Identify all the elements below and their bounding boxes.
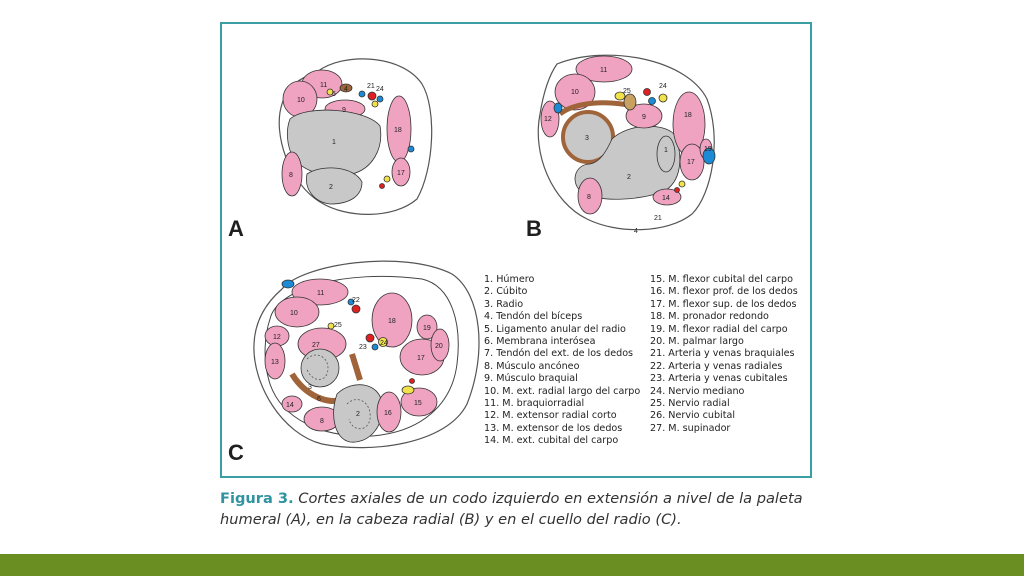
label-b-5: 18 [684, 112, 692, 119]
label-b-12: 24 [659, 83, 667, 90]
label-b-11: 14 [662, 195, 670, 202]
label-b-0: 11 [600, 67, 607, 74]
panel-letter-c: C [228, 440, 244, 465]
structure-labels: 11 10 9 1 2 8 18 17 4 21 24 5 11 10 12 3… [271, 67, 712, 425]
label-a-1: 10 [297, 97, 305, 104]
section-c [253, 260, 480, 449]
panel-letter-a: A [228, 216, 244, 241]
label-b-7: 2 [627, 174, 631, 181]
legend-left-item: 13. M. extensor de los dedos [484, 422, 623, 434]
legend-right-item: 21. Arteria y venas braquiales [650, 348, 795, 360]
label-b-2: 12 [544, 116, 552, 123]
label-a-11: 5 [332, 91, 336, 98]
label-c-5: 3 [308, 384, 312, 391]
label-a-3: 1 [332, 139, 336, 146]
legend-left-item: 11. M. braquiorradial [484, 398, 585, 410]
legend-right-item: 22. Arteria y venas radiales [650, 360, 783, 372]
label-c-14: 19 [423, 325, 431, 332]
label-c-11: 15 [414, 400, 422, 407]
legend-right-item: 18. M. pronador redondo [650, 311, 769, 323]
label-b-13: 25 [623, 88, 631, 95]
label-a-2: 9 [342, 107, 346, 114]
label-a-4: 2 [329, 184, 333, 191]
anatomy-figure: 11 10 9 1 2 8 18 17 4 21 24 5 11 10 12 3… [228, 54, 716, 465]
legend-right-item: 24. Nervio mediano [650, 385, 745, 397]
legend-right-item: 19. M. flexor radial del carpo [650, 323, 788, 335]
label-c-6: 14 [286, 402, 294, 409]
legend-right-item: 16. M. flexor prof. de los dedos [650, 286, 798, 298]
label-c-7: 6 [317, 396, 321, 403]
label-c-19: 24 [380, 340, 388, 347]
legend-right-item: 15. M. flexor cubital del carpo [650, 274, 793, 285]
label-c-9: 2 [356, 411, 360, 418]
legend-right-item: 26. Nervio cubital [650, 410, 736, 422]
caption-label: Figura 3. [220, 490, 294, 507]
label-c-4: 27 [312, 342, 320, 349]
label-a-9: 21 [367, 83, 375, 90]
label-a-8: 4 [344, 86, 348, 93]
figure-caption: Figura 3. Cortes axiales de un codo izqu… [220, 488, 820, 530]
label-b-9: 17 [687, 159, 695, 166]
legend-left-item: 1. Húmero [484, 274, 535, 285]
legend-left-item: 2. Cúbito [484, 286, 528, 298]
label-b-10: 19 [704, 146, 712, 153]
section-b [537, 54, 716, 231]
legend-left-item: 9. Músculo braquial [484, 373, 578, 385]
legend-right-item: 27. M. supinador [650, 422, 731, 434]
label-b-4: 9 [642, 114, 646, 121]
label-a-7: 17 [397, 170, 405, 177]
label-b-1: 10 [571, 89, 579, 96]
label-c-17: 25 [334, 322, 342, 329]
panel-letter-b: B [526, 216, 542, 241]
caption-text: Cortes axiales de un codo izquierdo en e… [220, 490, 803, 528]
label-a-5: 8 [289, 172, 293, 179]
figure-frame: 11 10 9 1 2 8 18 17 4 21 24 5 11 10 12 3… [220, 22, 812, 478]
label-c-16: 22 [352, 297, 360, 304]
label-c-18: 23 [359, 344, 367, 351]
legend-left-item: 10. M. ext. radial largo del carpo [484, 385, 641, 397]
legend-left-item: 4. Tendón del bíceps [484, 311, 583, 323]
section-a [278, 58, 433, 215]
label-a-6: 18 [394, 127, 402, 134]
label-c-1: 10 [290, 310, 298, 317]
legend-right-item: 20. M. palmar largo [650, 336, 744, 348]
label-b-14: 21 [654, 215, 662, 222]
label-c-0: 11 [317, 290, 324, 297]
legend-left-item: 3. Radio [484, 298, 524, 310]
label-c-2: 12 [273, 334, 281, 341]
legend-left-item: 6. Membrana interósea [484, 336, 596, 348]
footer-bar [0, 554, 1024, 576]
label-a-0: 11 [320, 82, 327, 89]
label-b-8: 8 [587, 194, 591, 201]
label-b-6: 1 [664, 147, 668, 154]
label-b-3: 3 [585, 135, 589, 142]
label-c-3: 13 [271, 359, 279, 366]
legend-right-item: 17. M. flexor sup. de los dedos [650, 298, 797, 310]
label-b-15: 4 [634, 228, 638, 235]
legend-left-item: 14. M. ext. cubital del carpo [484, 435, 619, 447]
label-c-8: 8 [320, 418, 324, 425]
legend-right-item: 25. Nervio radial [650, 398, 730, 410]
legend-left-item: 7. Tendón del ext. de los dedos [484, 348, 634, 360]
label-c-13: 18 [388, 318, 396, 325]
label-c-12: 17 [417, 355, 425, 362]
legend-left-item: 12. M. extensor radial corto [484, 410, 617, 422]
legend-right-item: 23. Arteria y venas cubitales [650, 373, 788, 385]
label-c-15: 20 [435, 343, 443, 350]
label-c-10: 16 [384, 410, 392, 417]
legend-left-item: 8. Músculo ancóneo [484, 360, 580, 372]
legend-left-item: 5. Ligamento anular del radio [484, 323, 626, 335]
label-a-10: 24 [376, 86, 384, 93]
